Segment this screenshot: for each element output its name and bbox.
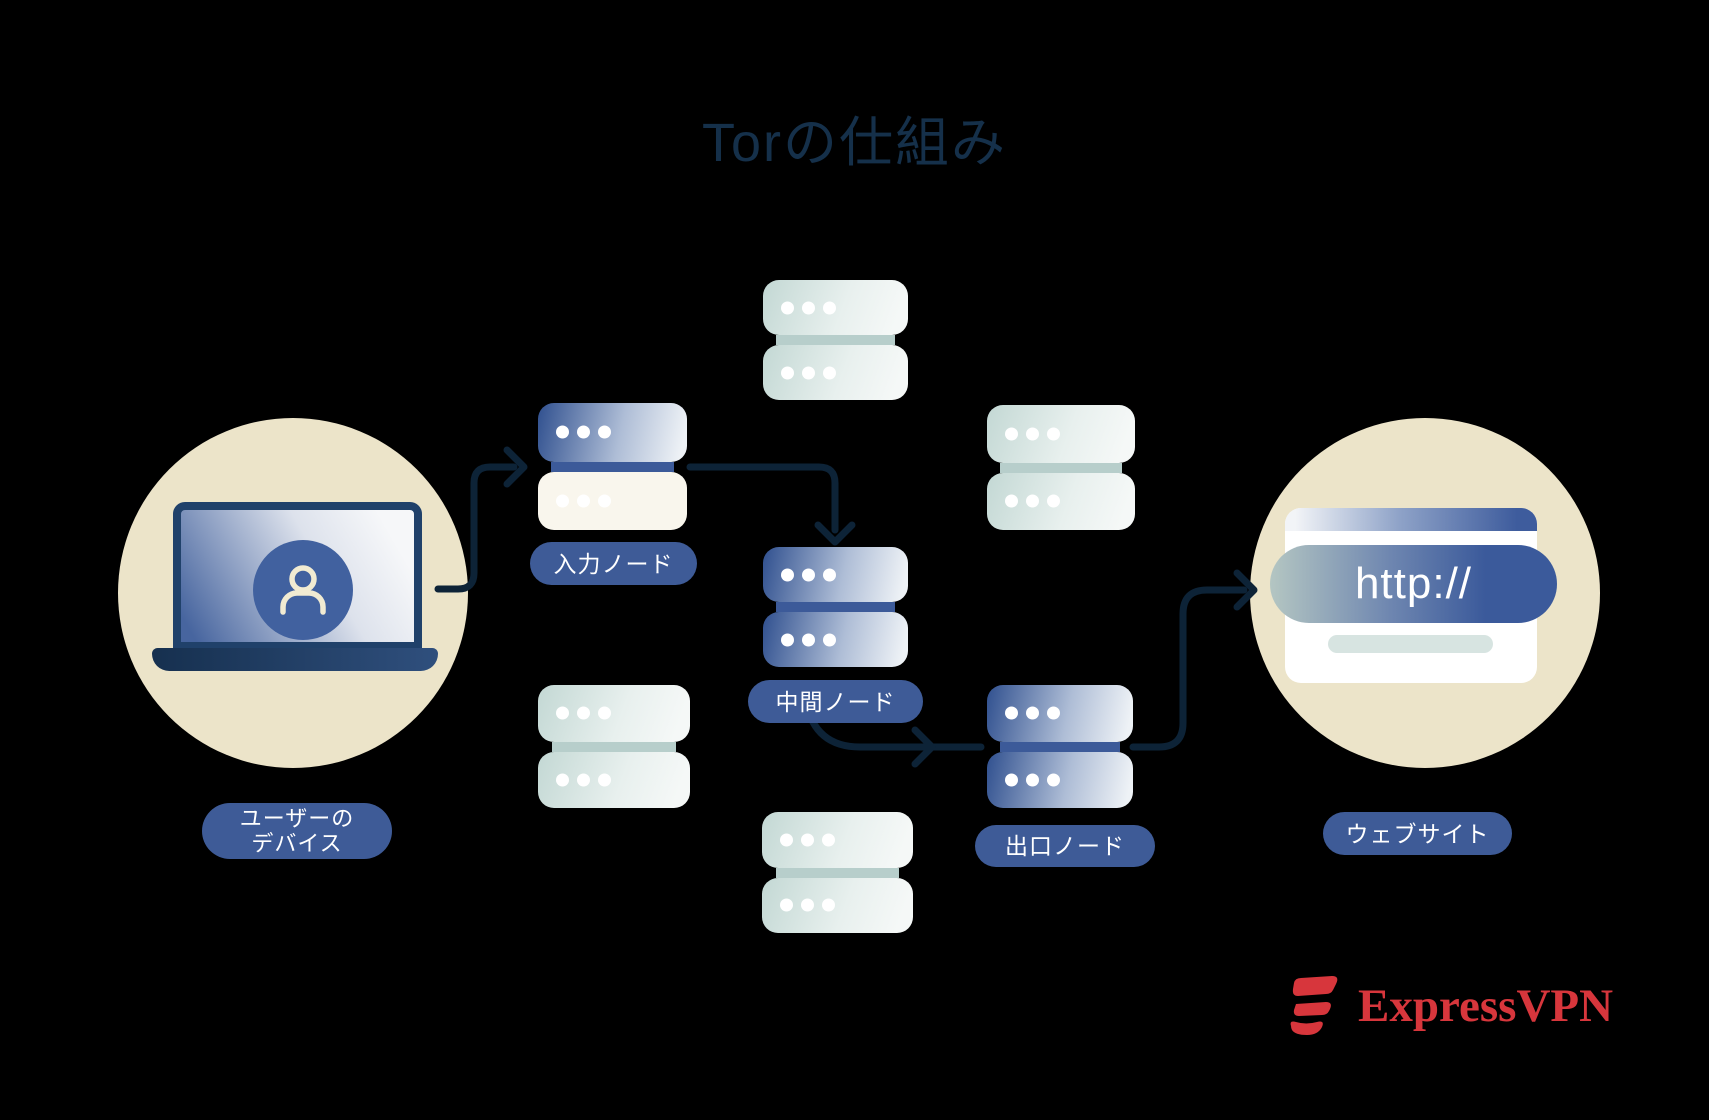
arrow-entry-to-middle: [686, 463, 839, 534]
browser-content-line: [1328, 635, 1493, 653]
server-dots: [556, 425, 611, 439]
server-dots: [1005, 427, 1060, 441]
diagram-title: Torの仕組み: [701, 113, 1007, 173]
arrowhead-icon: [503, 446, 528, 488]
server-dots: [781, 633, 836, 646]
expressvpn-wordmark: ExpressVPN: [1358, 980, 1614, 1032]
laptop-screen: [173, 502, 422, 650]
arrowhead-icon: [911, 726, 936, 768]
server-dots: [781, 366, 836, 379]
entry-node-server-icon: [538, 403, 687, 530]
arrowhead-icon: [1233, 569, 1258, 611]
user-device-label: ユーザーの デバイス: [202, 803, 392, 859]
browser-topbar: [1285, 508, 1537, 531]
arrow-device-to-entry: [434, 463, 518, 593]
server-dots: [780, 898, 835, 912]
server-dots: [1005, 494, 1060, 508]
middle-node-label: 中間ノード: [748, 680, 923, 723]
server-dots: [781, 568, 836, 581]
exit-node-label: 出口ノード: [975, 825, 1155, 867]
server-dots: [1005, 773, 1060, 787]
server-dots: [1005, 706, 1060, 720]
relay-server-icon: [763, 280, 908, 400]
relay-server-icon: [538, 685, 690, 808]
server-dots: [780, 833, 835, 847]
server-dots: [556, 494, 611, 508]
website-label: ウェブサイト: [1323, 812, 1512, 855]
browser-window-icon: http://: [1270, 508, 1557, 683]
exit-node-server-icon: [987, 685, 1133, 808]
url-bar: http://: [1270, 545, 1557, 623]
relay-server-icon: [987, 405, 1135, 530]
laptop-base: [152, 648, 438, 671]
expressvpn-logo: ExpressVPN: [1285, 975, 1613, 1037]
middle-node-server-icon: [763, 547, 908, 667]
server-dots: [556, 773, 611, 787]
entry-node-label: 入力ノード: [530, 542, 697, 585]
expressvpn-logo-icon: [1290, 976, 1338, 1035]
relay-server-icon: [762, 812, 913, 933]
laptop-icon: [152, 502, 438, 672]
user-avatar-icon: [253, 540, 353, 640]
server-dots: [781, 301, 836, 314]
server-dots: [556, 706, 611, 720]
arrowhead-icon: [814, 521, 856, 546]
arrow-exit-to-website: [1129, 586, 1248, 751]
